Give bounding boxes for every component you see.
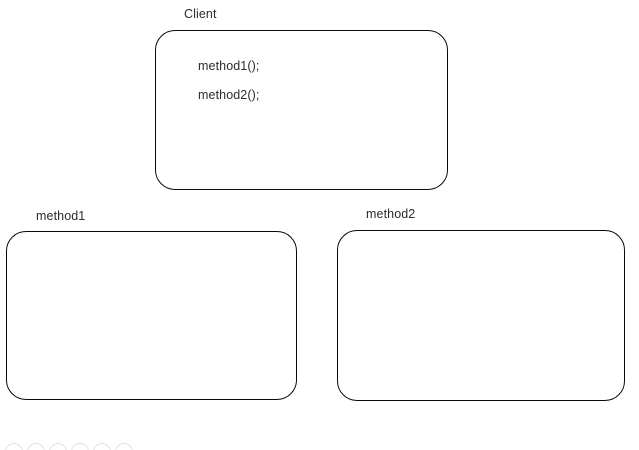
client-method-call-1: method1();: [198, 59, 260, 73]
method2-node-box[interactable]: [337, 230, 625, 401]
method1-node-label: method1: [36, 209, 86, 223]
client-method-call-2: method2();: [198, 88, 260, 102]
method1-node-box[interactable]: [6, 231, 297, 400]
client-node-label: Client: [184, 7, 217, 21]
clipped-circle-icon: [49, 443, 67, 450]
method2-node-label: method2: [366, 207, 416, 221]
clipped-circle-icon: [71, 443, 89, 450]
clipped-circle-icon: [27, 443, 45, 450]
bottom-clipped-shapes: [0, 438, 160, 450]
clipped-circle-icon: [93, 443, 111, 450]
client-node-box[interactable]: [155, 30, 448, 190]
clipped-circle-icon: [5, 443, 23, 450]
clipped-circle-icon: [115, 443, 133, 450]
